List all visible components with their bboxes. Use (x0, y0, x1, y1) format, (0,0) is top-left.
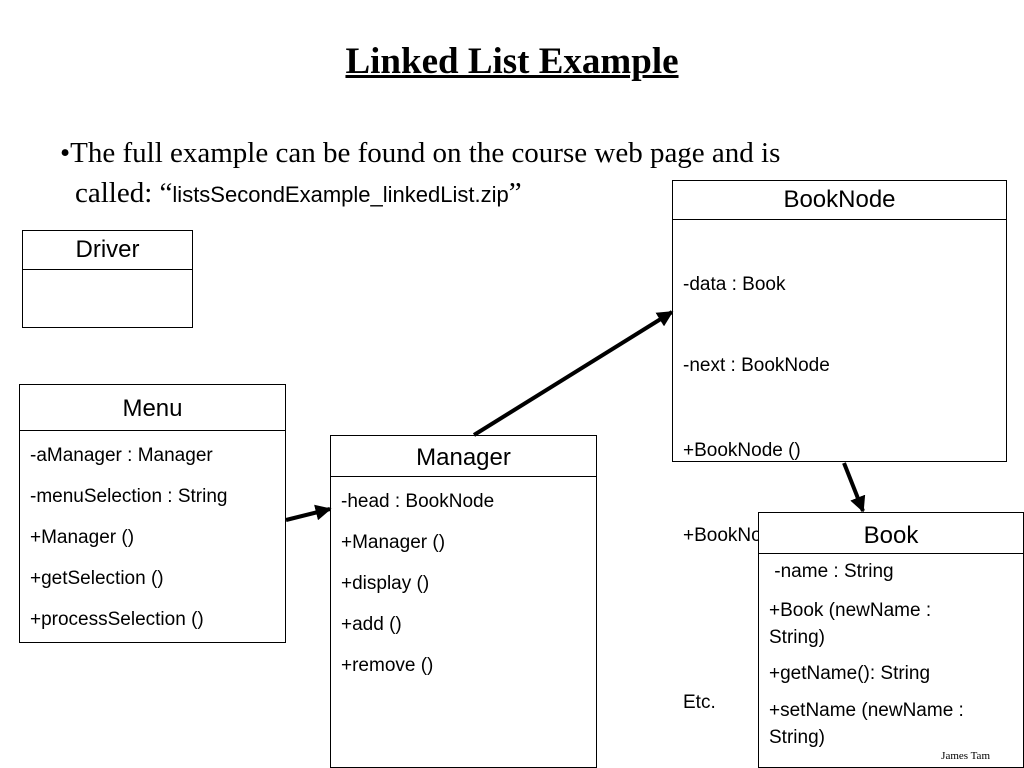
bullet-filename: listsSecondExample_linkedList.zip (172, 182, 509, 207)
class-member: -next : BookNode (683, 355, 830, 376)
class-member: +setName (newName : String) (769, 700, 964, 748)
bullet-suffix: ” (508, 177, 522, 209)
class-box-menu: Menu -aManager : Manager -menuSelection … (19, 384, 286, 643)
class-member: -data : Book (683, 274, 786, 295)
class-member: +getName(): String (769, 663, 931, 684)
class-member: -aManager : Manager (30, 445, 213, 466)
class-body-driver (23, 270, 192, 274)
class-box-driver: Driver (22, 230, 193, 328)
class-member: +remove () (341, 655, 434, 676)
class-member: +Manager () (30, 527, 135, 548)
class-member: +display () (341, 573, 430, 594)
class-member: +Book (newName : String) (769, 600, 932, 648)
arrow-manager-to-booknode (472, 310, 674, 437)
class-name-booknode: BookNode (673, 181, 1006, 220)
class-member: +Manager () (341, 532, 446, 553)
class-name-book: Book (759, 513, 1023, 554)
bullet-prefix: called: “ (75, 177, 173, 209)
class-member: -menuSelection : String (30, 486, 228, 507)
class-member: +processSelection () (30, 609, 204, 630)
class-box-book: Book -name : String +Book (newName : Str… (758, 512, 1024, 768)
class-member: +getSelection () (30, 568, 164, 589)
class-members-menu: -aManager : Manager -menuSelection : Str… (20, 431, 285, 640)
class-member: -head : BookNode (341, 491, 495, 512)
class-members-book: -name : String +Book (newName : String) … (759, 554, 1023, 758)
class-member: +add () (341, 614, 402, 635)
class-name-driver: Driver (23, 231, 192, 270)
class-member: -name : String (769, 561, 894, 582)
slide-title: Linked List Example (345, 41, 679, 82)
class-box-manager: Manager -head : BookNode +Manager () +di… (330, 435, 597, 768)
bullet-line-1: •The full example can be found on the co… (60, 137, 781, 169)
class-name-menu: Menu (20, 385, 285, 431)
bullet-line-2: called: “listsSecondExample_linkedList.z… (60, 173, 940, 215)
class-box-booknode: BookNode -data : Book -next : BookNode +… (672, 180, 1007, 713)
arrow-menu-to-manager (285, 504, 332, 522)
bullet-text: •The full example can be found on the co… (60, 133, 940, 215)
class-name-manager: Manager (331, 436, 596, 477)
class-member: +BookNode () (683, 440, 801, 461)
footer-author: James Tam (941, 750, 990, 762)
class-members-manager: -head : BookNode +Manager () +display ()… (331, 477, 596, 686)
class-member: Etc. (683, 692, 716, 713)
